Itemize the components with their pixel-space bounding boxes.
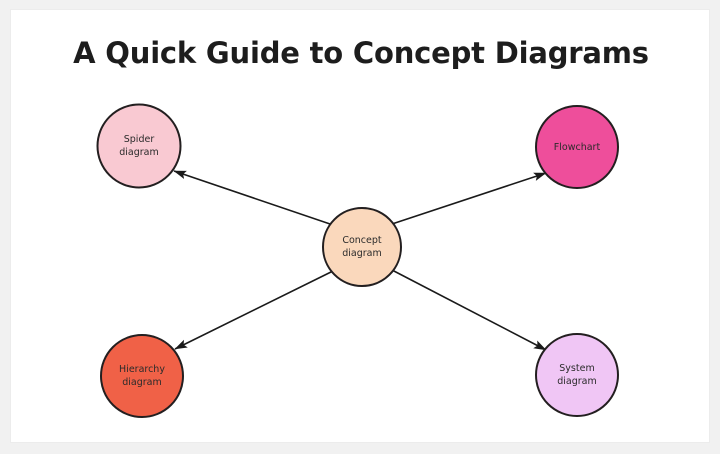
edge-concept-to-spider xyxy=(173,170,334,226)
node-concept-diagram[interactable] xyxy=(322,207,402,287)
node-system-diagram[interactable] xyxy=(535,333,619,417)
edge-concept-to-system xyxy=(391,269,547,351)
edge-concept-to-flowchart xyxy=(391,172,547,225)
concept-diagram-graph xyxy=(96,103,619,418)
page-title: A Quick Guide to Concept Diagrams xyxy=(73,36,649,70)
node-flowchart[interactable] xyxy=(535,105,619,189)
nodes-layer xyxy=(96,103,619,418)
edges-layer xyxy=(173,170,547,351)
node-hierarchy-diagram[interactable] xyxy=(100,334,184,418)
node-spider-diagram[interactable] xyxy=(96,103,182,189)
edge-concept-to-hierarchy xyxy=(174,270,334,350)
diagram-canvas: A Quick Guide to Concept Diagrams xyxy=(10,9,710,443)
